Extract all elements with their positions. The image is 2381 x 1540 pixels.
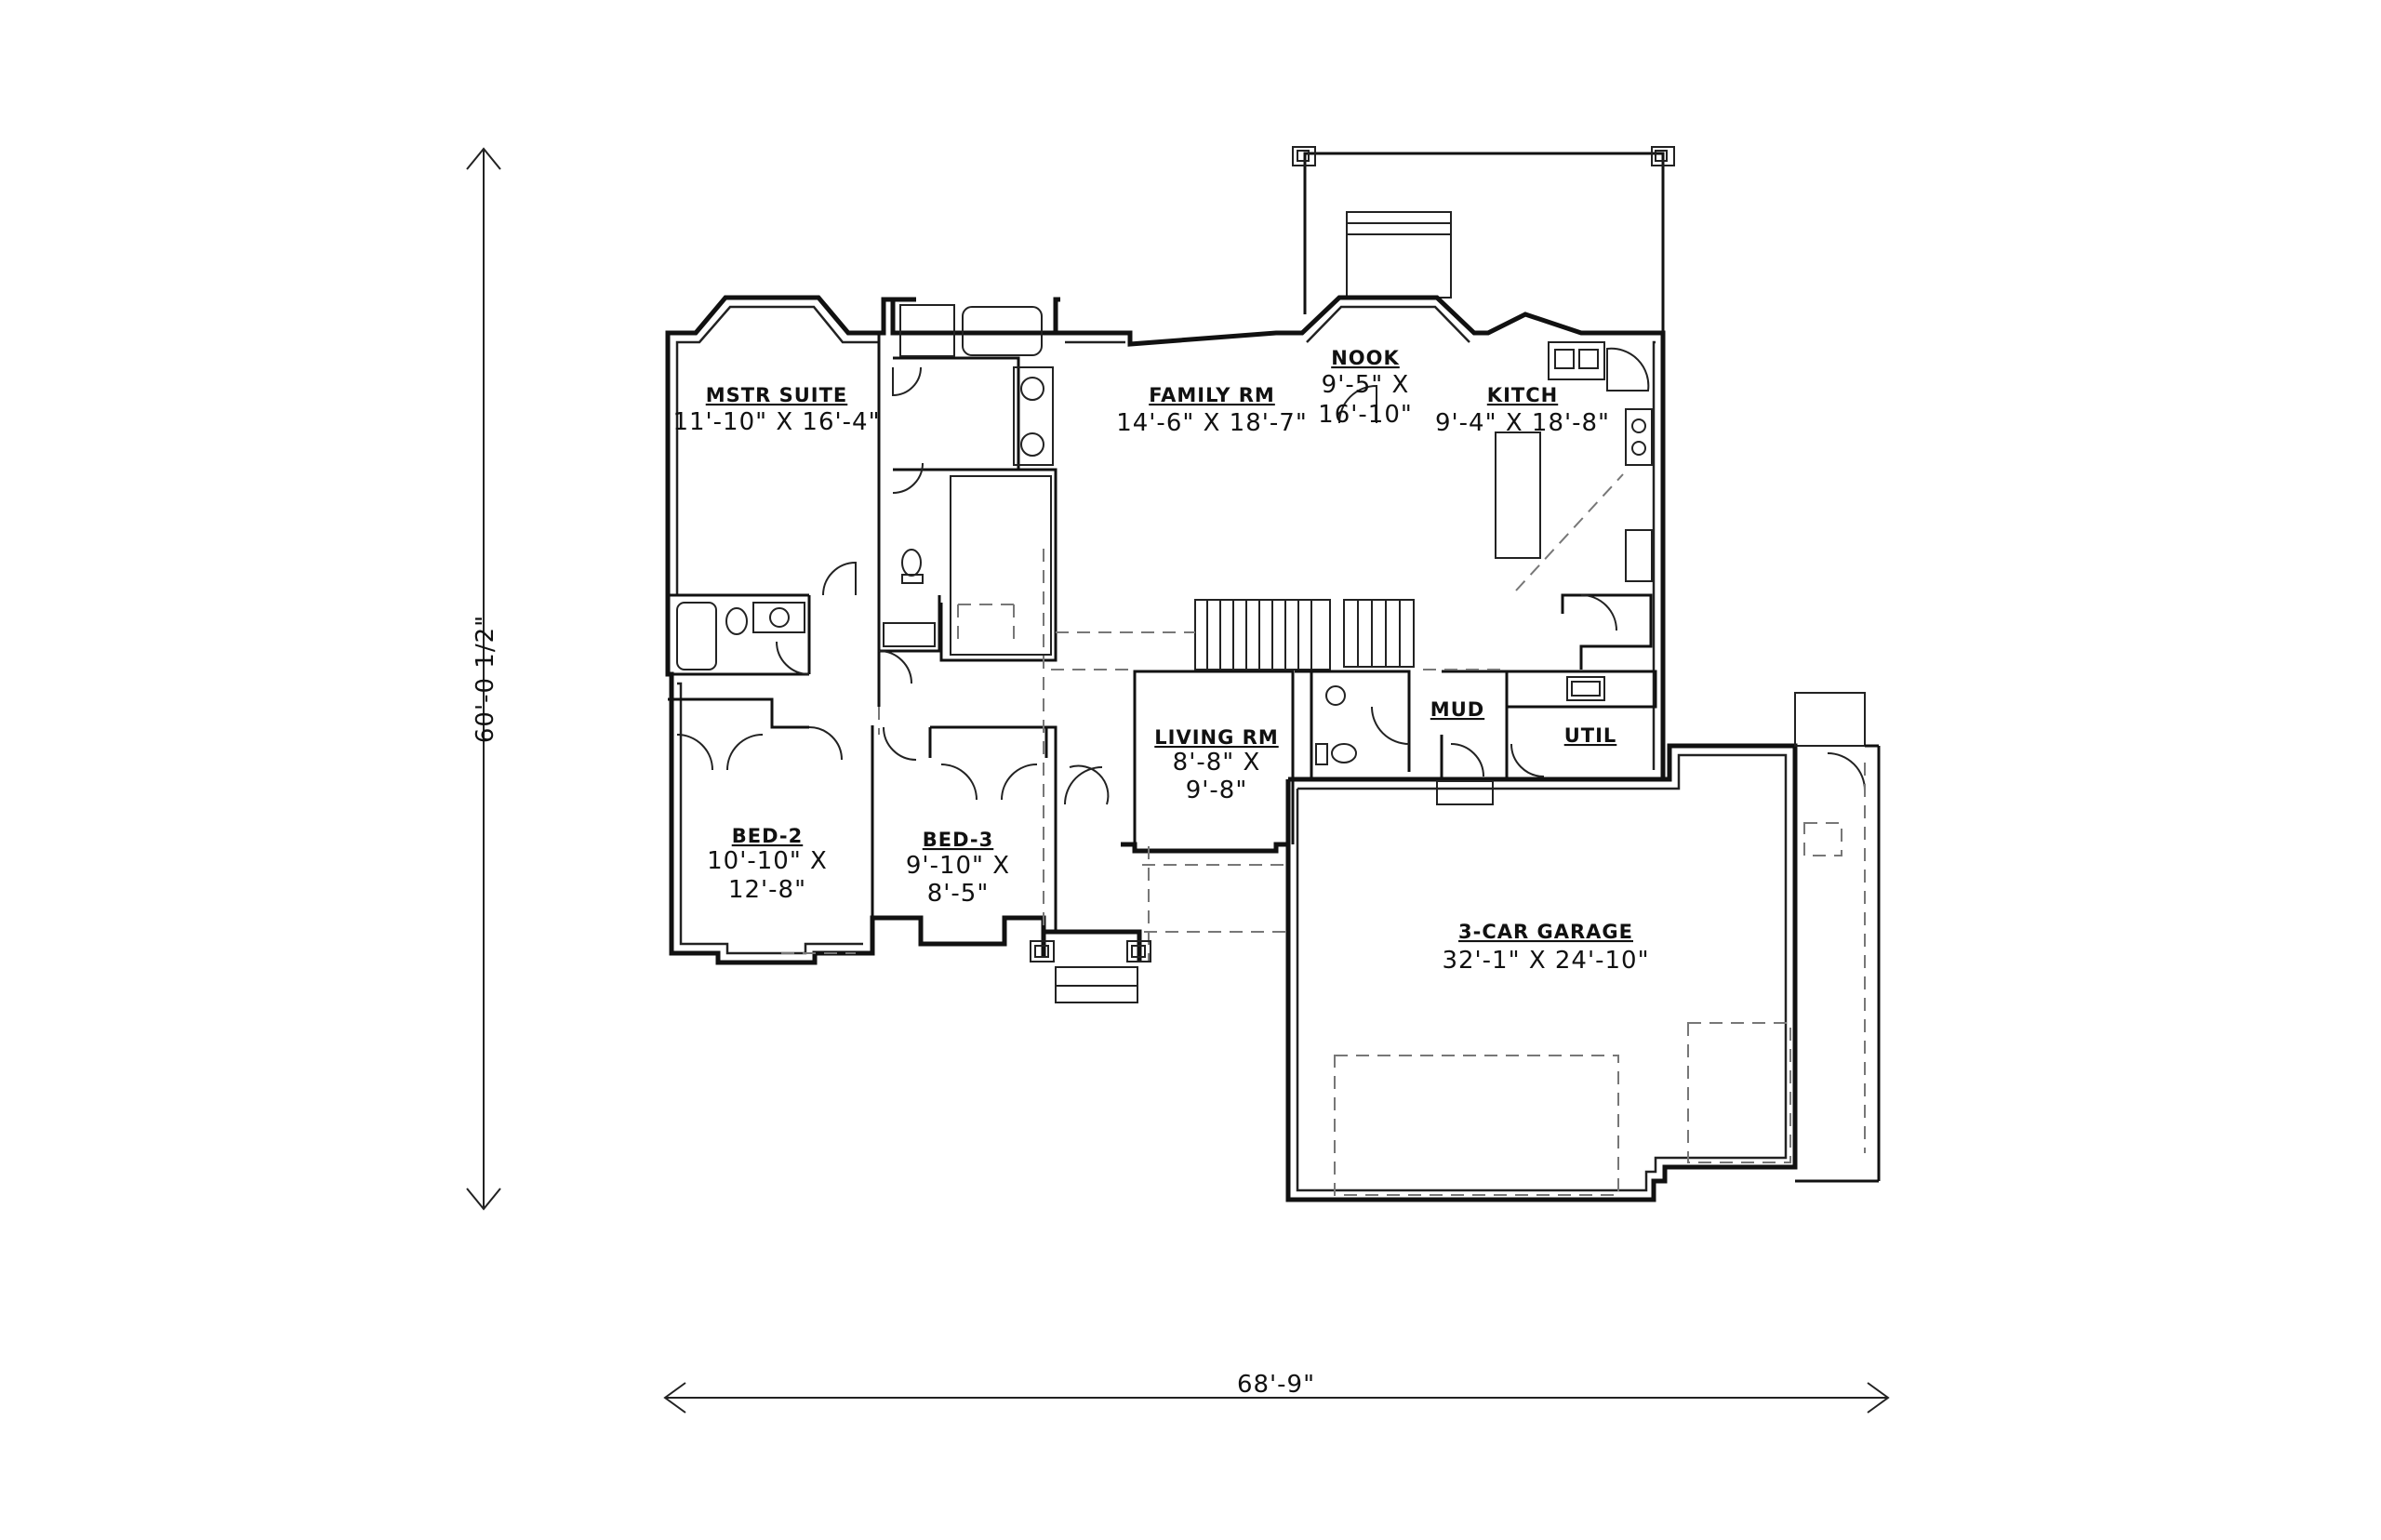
garage-name: 3-CAR GARAGE	[1458, 921, 1633, 943]
bed-2-size-line2: 12'-8"	[728, 876, 806, 904]
dashed-openings	[781, 549, 1507, 962]
util-name: UTIL	[1564, 724, 1617, 747]
room-util: UTIL	[1564, 724, 1617, 747]
rear-patio	[1292, 146, 1675, 344]
bed-2-name: BED-2	[732, 825, 804, 847]
shower	[899, 304, 955, 357]
stairs	[1194, 599, 1415, 670]
garage-size: 32'-1" X 24'-10"	[1442, 947, 1649, 975]
kitch-name: KITCH	[1487, 384, 1558, 406]
mstr-suite-name: MSTR SUITE	[706, 384, 848, 406]
garage-details	[1334, 692, 1881, 1196]
room-living-rm: LIVING RM 8'-8" X 9'-8"	[1154, 726, 1278, 804]
room-kitch: KITCH 9'-4" X 18'-8"	[1435, 384, 1610, 437]
interior-wall-lines	[675, 305, 1788, 1192]
mud-name: MUD	[1430, 698, 1484, 721]
width-dimension: 68'-9"	[663, 1371, 1890, 1414]
bed-3-size-line1: 9'-10" X	[906, 852, 1010, 880]
living-rm-size-line2: 9'-8"	[1186, 777, 1248, 804]
nook-size-line1: 9'-5" X	[1322, 371, 1410, 399]
bed-3-size-line2: 8'-5"	[927, 880, 990, 908]
mstr-suite-size: 11'-10" X 16'-4"	[672, 408, 880, 436]
tub	[962, 306, 1043, 356]
room-mud: MUD	[1430, 698, 1484, 721]
width-dimension-label: 68'-9"	[1237, 1371, 1315, 1399]
room-mstr-suite: MSTR SUITE 11'-10" X 16'-4"	[672, 384, 880, 436]
room-bed-3: BED-3 9'-10" X 8'-5"	[906, 829, 1010, 908]
family-rm-name: FAMILY RM	[1149, 384, 1275, 406]
doors	[676, 366, 1866, 805]
height-dimension: 60'-0 1/2"	[466, 147, 501, 1211]
fixtures	[676, 304, 1653, 765]
room-nook: NOOK 9'-5" X 16'-10"	[1318, 347, 1413, 429]
bed-3-name: BED-3	[923, 829, 994, 851]
room-bed-2: BED-2 10'-10" X 12'-8"	[707, 825, 828, 904]
room-family-rm: FAMILY RM 14'-6" X 18'-7"	[1116, 384, 1308, 437]
nook-size-line2: 16'-10"	[1318, 401, 1413, 429]
kitch-size: 9'-4" X 18'-8"	[1435, 409, 1610, 437]
living-rm-size-line1: 8'-8" X	[1173, 749, 1261, 777]
nook-name: NOOK	[1331, 347, 1400, 369]
living-rm-name: LIVING RM	[1154, 726, 1278, 749]
partitions	[668, 333, 1657, 932]
room-garage: 3-CAR GARAGE 32'-1" X 24'-10"	[1442, 921, 1649, 975]
front-porch	[1030, 780, 1494, 1003]
height-dimension-label: 60'-0 1/2"	[472, 615, 499, 743]
family-rm-size: 14'-6" X 18'-7"	[1116, 409, 1308, 437]
bed-2-size-line1: 10'-10" X	[707, 847, 828, 875]
kitchen-island	[1495, 431, 1541, 559]
